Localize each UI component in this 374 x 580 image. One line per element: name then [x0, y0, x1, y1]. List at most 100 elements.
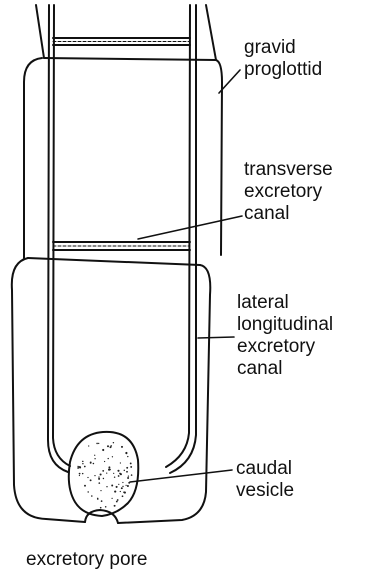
stipple-dot — [100, 473, 102, 475]
label-lateral-line-2: longitudinal — [237, 314, 333, 336]
stipple-dot — [114, 476, 115, 477]
stipple-dot — [106, 472, 107, 473]
stipple-dot — [127, 485, 129, 487]
stipple-dot — [90, 479, 92, 481]
stipple-dot — [107, 445, 109, 447]
stipple-dot — [79, 473, 81, 475]
stipple-dot — [84, 485, 86, 487]
stipple-dot — [116, 486, 118, 488]
lateral-longitudinal-canals — [48, 5, 196, 473]
transverse-excretory-canal — [53, 242, 190, 250]
stipple-dot — [94, 475, 95, 476]
stipple-dot — [97, 499, 98, 500]
stipple-dot — [124, 470, 125, 471]
leader-lines — [130, 70, 242, 482]
stipple-dot — [126, 471, 128, 473]
stipple-dot — [77, 466, 78, 467]
stipple-dot — [82, 473, 83, 474]
label-gravid-line-1: gravid — [244, 37, 322, 59]
label-lateral-line-3: excretory — [237, 336, 333, 358]
stipple-dot — [126, 467, 128, 469]
stipple-dot — [121, 487, 123, 489]
label-lateral-line-4: canal — [237, 358, 333, 380]
stipple-dot — [100, 490, 101, 491]
stipple-dot — [127, 477, 129, 479]
stipple-dot — [84, 466, 86, 468]
stipple-dot — [88, 445, 89, 446]
stipple-dot — [112, 456, 113, 457]
label-lateral-canal: lateral longitudinal excretory canal — [237, 292, 333, 380]
stipple-dot — [126, 453, 127, 454]
stipple-dot — [111, 485, 113, 487]
label-caudal-line-1: caudal — [236, 458, 294, 480]
stipple-dot — [79, 466, 81, 468]
label-transverse-line-3: canal — [244, 203, 333, 225]
stipple-dot — [127, 456, 128, 457]
label-caudal-vesicle: caudal vesicle — [236, 458, 294, 502]
stipple-dot — [122, 495, 124, 497]
stipple-dot — [98, 443, 99, 444]
upper-transverse-canal — [53, 38, 190, 45]
stipple-dot — [94, 458, 95, 459]
stipple-dot — [79, 475, 80, 476]
stipple-dot — [102, 470, 104, 472]
stipple-dot — [128, 482, 130, 484]
stipple-dot — [120, 491, 121, 492]
stipple-dot — [122, 486, 123, 487]
stipple-dot — [125, 485, 126, 486]
stipple-dot — [101, 500, 103, 502]
stipple-dot — [130, 462, 132, 464]
label-gravid-line-2: proglottid — [244, 59, 322, 81]
stipple-dot — [113, 442, 114, 443]
stipple-dot — [87, 477, 88, 478]
label-transverse-canal: transverse excretory canal — [244, 159, 333, 225]
stipple-dot — [102, 449, 104, 451]
stipple-dot — [121, 446, 123, 448]
caudal-vesicle-stipple — [77, 442, 132, 509]
stipple-dot — [117, 499, 119, 501]
leader-caudal-vesicle — [130, 470, 232, 482]
stipple-dot — [117, 470, 119, 472]
stipple-dot — [87, 491, 88, 492]
stipple-dot — [82, 463, 83, 464]
stipple-dot — [110, 446, 112, 448]
stipple-dot — [98, 476, 99, 477]
label-lateral-line-1: lateral — [237, 292, 333, 314]
stipple-dot — [116, 501, 118, 503]
stipple-dot — [108, 466, 110, 468]
stipple-dot — [82, 461, 84, 463]
stipple-dot — [114, 491, 116, 493]
stipple-dot — [94, 455, 95, 456]
stipple-dot — [131, 474, 133, 476]
stipple-dot — [123, 491, 125, 493]
stipple-dot — [113, 473, 114, 474]
stipple-dot — [105, 506, 107, 508]
stipple-dot — [119, 473, 121, 475]
stipple-dot — [106, 486, 107, 487]
label-transverse-line-1: transverse — [244, 159, 333, 181]
stipple-dot — [100, 507, 102, 509]
stipple-dot — [93, 463, 95, 465]
leader-lateral-canal — [198, 337, 234, 338]
stipple-dot — [122, 482, 123, 483]
stipple-dot — [120, 462, 121, 463]
label-gravid-proglottid: gravid proglottid — [244, 37, 322, 81]
label-excretory-pore-text: excretory pore — [26, 549, 147, 571]
stipple-dot — [103, 478, 104, 479]
stipple-dot — [130, 466, 132, 468]
stipple-dot — [109, 469, 111, 471]
stipple-dot — [118, 475, 120, 477]
stipple-dot — [118, 484, 119, 485]
stipple-dot — [96, 443, 98, 445]
stipple-dot — [128, 475, 129, 476]
label-transverse-line-2: excretory — [244, 181, 333, 203]
stipple-dot — [77, 467, 79, 469]
terminal-proglottid-body — [12, 258, 210, 523]
stipple-dot — [108, 458, 109, 459]
stipple-dot — [91, 495, 93, 497]
label-excretory-pore: excretory pore — [26, 549, 147, 571]
stipple-dot — [90, 462, 91, 463]
label-caudal-line-2: vesicle — [236, 480, 294, 502]
stipple-dot — [98, 478, 100, 480]
